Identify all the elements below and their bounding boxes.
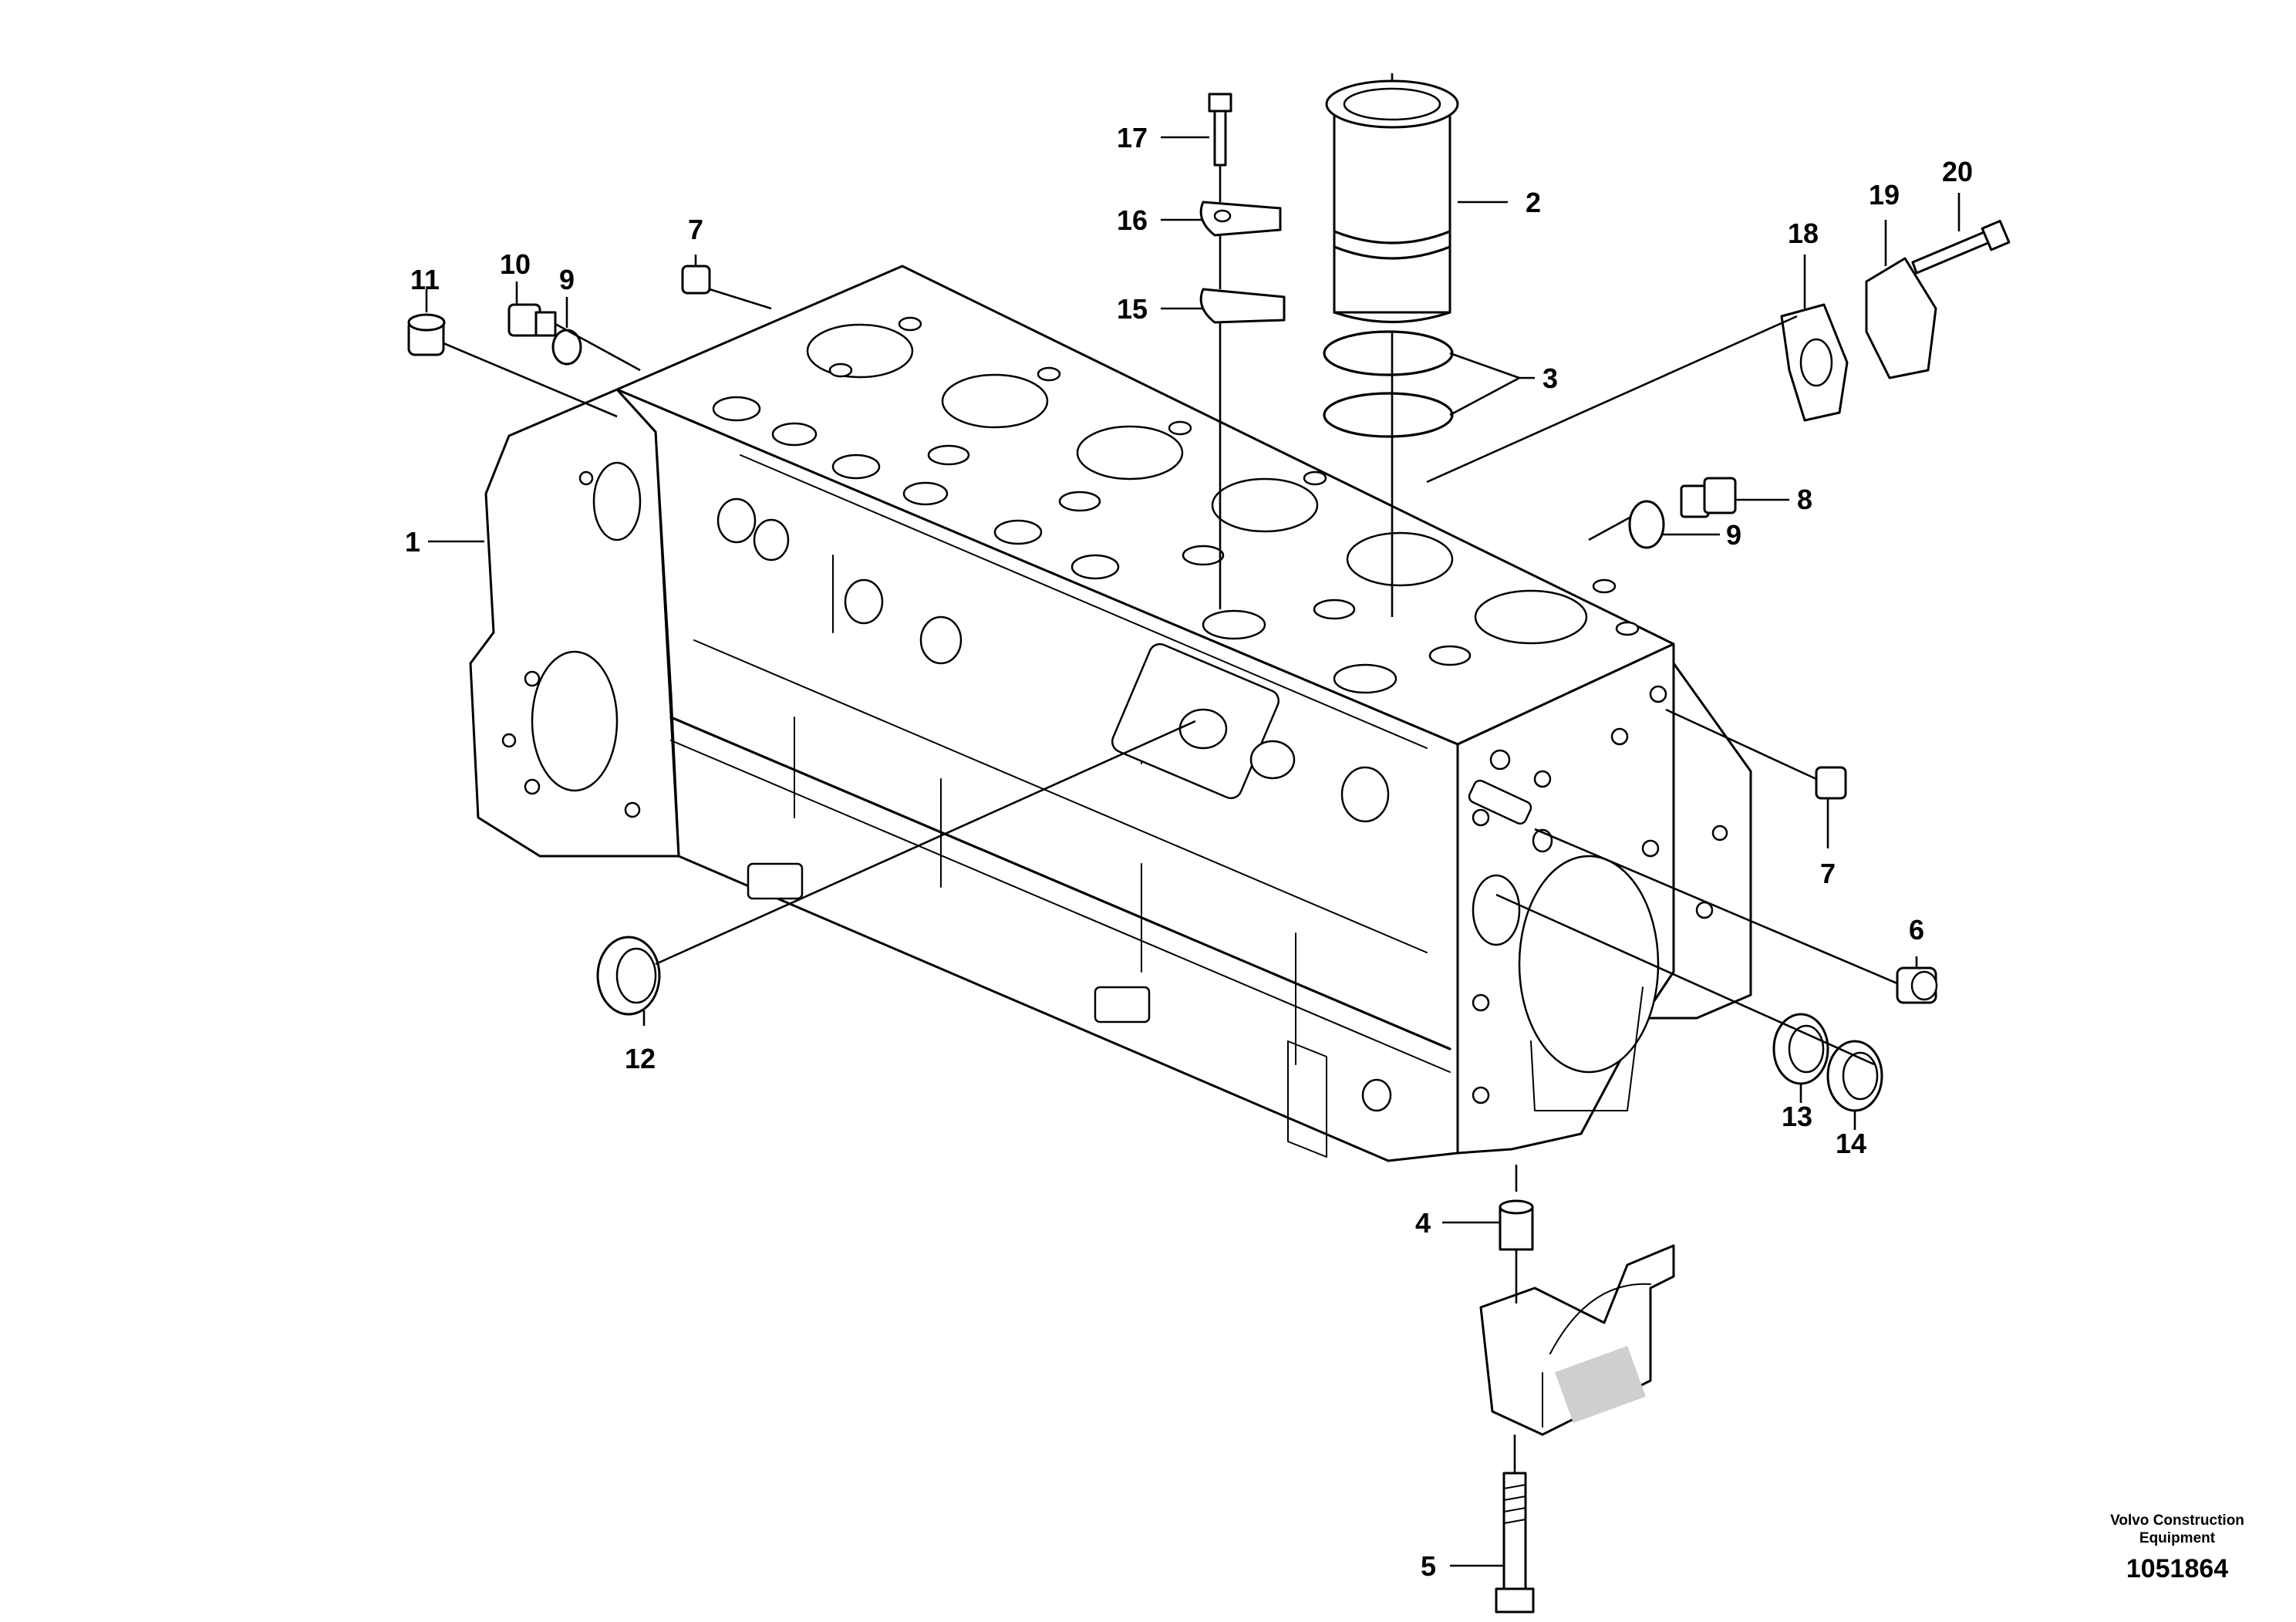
gasket-18 [1780, 303, 1849, 422]
callout-7-top: 7 [688, 214, 703, 245]
cylinder-bores [806, 323, 1588, 645]
callout-6: 6 [1909, 914, 1924, 946]
flange-detail [501, 461, 642, 818]
callout-20: 20 [1942, 156, 1973, 187]
drawing-number: 1051864 [2126, 1554, 2228, 1583]
callout-4: 4 [1415, 1207, 1431, 1239]
main-bearing-cap [1479, 1244, 1675, 1436]
leader-lines [425, 73, 1961, 1567]
o-rings [1323, 330, 1454, 438]
plug-8 [1680, 477, 1737, 518]
end-face-detail [1468, 685, 1728, 1111]
washer-9-right [1628, 500, 1665, 549]
plug-6 [1896, 966, 1938, 1004]
dowel-4 [1499, 1199, 1534, 1251]
bushing-13 [1772, 1013, 1829, 1085]
plug-7-top [681, 265, 711, 295]
callout-1: 1 [405, 526, 420, 558]
brand-line-2: Equipment [2139, 1530, 2216, 1546]
callout-9-right: 9 [1726, 519, 1741, 551]
footer-brand: Volvo Construction Equipment 1051864 [2110, 1512, 2244, 1583]
deck-holes [712, 316, 1640, 694]
callout-19: 19 [1869, 179, 1900, 211]
seal-plug-12 [596, 936, 661, 1016]
plug-10 [507, 303, 557, 337]
callout-12: 12 [625, 1043, 656, 1074]
cover-plate-16 [1199, 201, 1282, 237]
callout-17: 17 [1117, 122, 1148, 153]
bolt-17 [1208, 93, 1232, 167]
side-bosses [716, 497, 1392, 1158]
callout-10: 10 [500, 248, 531, 280]
callout-18: 18 [1788, 218, 1819, 249]
callout-16: 16 [1117, 204, 1148, 236]
callout-14: 14 [1836, 1128, 1866, 1159]
bolt-5 [1495, 1472, 1535, 1614]
gasket-15 [1199, 288, 1286, 324]
callout-2: 2 [1526, 187, 1541, 218]
cover-19 [1865, 257, 1937, 379]
callout-11: 11 [410, 264, 440, 295]
brand-line-1: Volvo Construction [2110, 1512, 2244, 1529]
callout-15: 15 [1117, 293, 1148, 325]
callout-3: 3 [1542, 363, 1558, 394]
bolt-20 [1911, 220, 2011, 275]
plug-7-right [1815, 766, 1847, 800]
callout-5: 5 [1421, 1550, 1436, 1582]
callout-13: 13 [1782, 1101, 1812, 1132]
bushing-14 [1826, 1040, 1883, 1112]
callout-numbers: 1 2 3 4 5 6 7 7 8 9 9 10 11 12 13 14 15 … [405, 122, 1973, 1582]
cylinder-liner [1325, 79, 1459, 324]
callout-7-right: 7 [1820, 858, 1836, 889]
plug-11 [407, 313, 446, 356]
side-ribs [669, 454, 1451, 1073]
block-rear-flange [1641, 662, 1752, 1020]
callout-9-left: 9 [559, 264, 575, 295]
callout-8: 8 [1797, 484, 1812, 515]
engine-block [469, 265, 1752, 1162]
